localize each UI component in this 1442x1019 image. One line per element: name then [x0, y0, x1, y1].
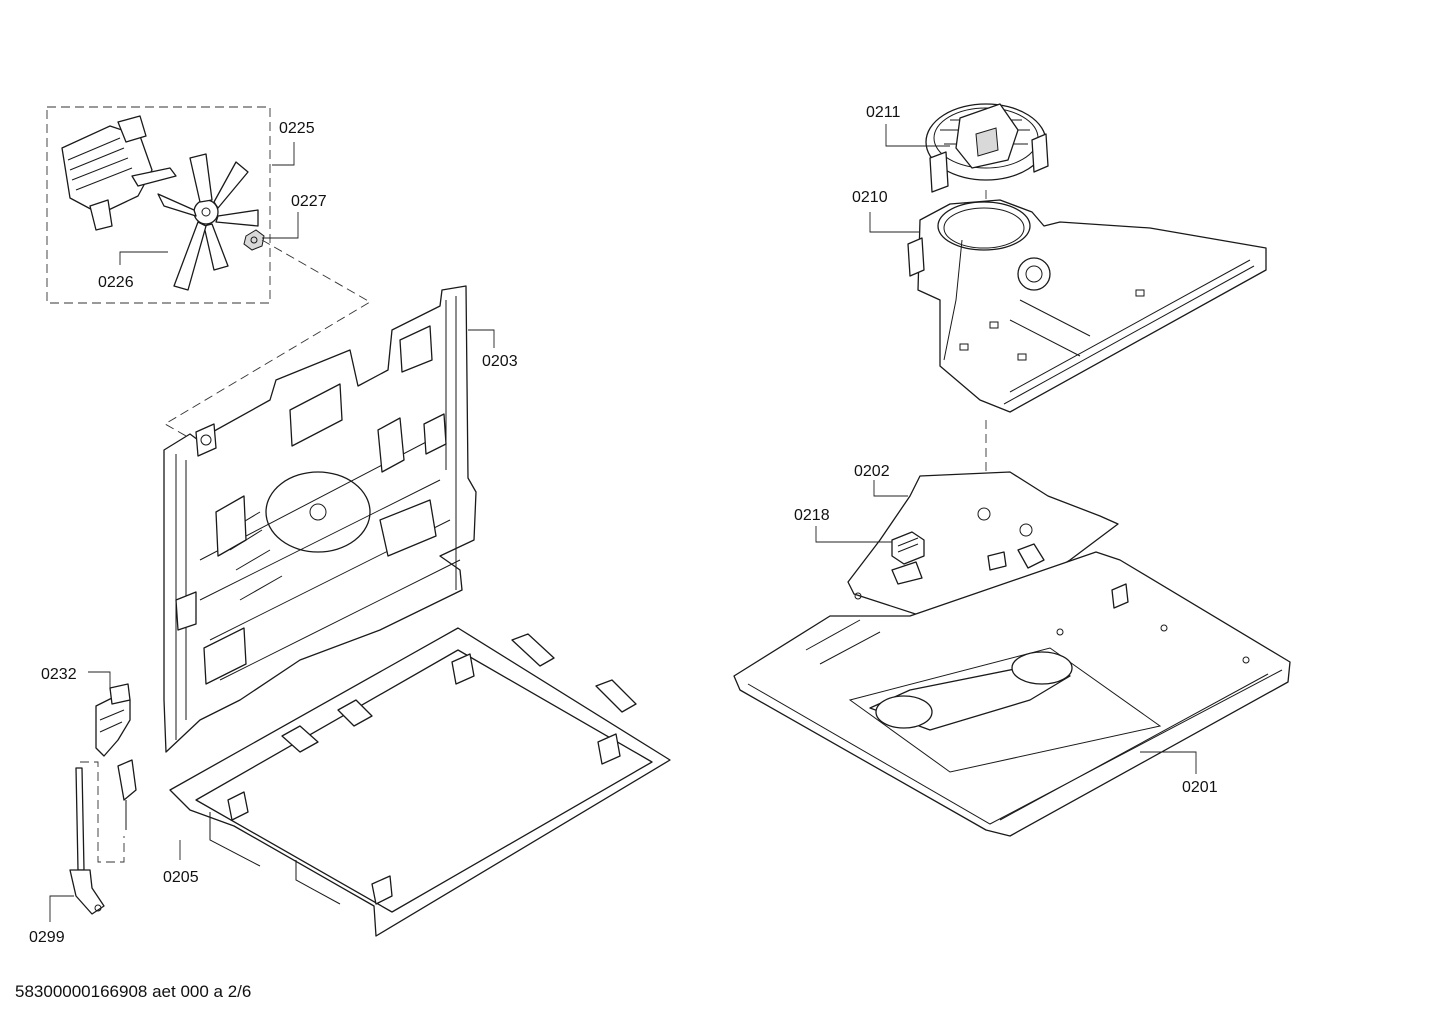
leader-0299	[49, 895, 74, 922]
leader-0232	[88, 671, 111, 688]
leader-0202	[873, 480, 908, 497]
base-tray-part[interactable]	[733, 551, 1291, 837]
label-0225[interactable]: 0225	[279, 120, 315, 137]
label-0226[interactable]: 0226	[98, 274, 134, 291]
switch-part[interactable]	[891, 531, 925, 565]
air-duct-part[interactable]	[907, 199, 1267, 413]
alignment-line-lock	[80, 761, 125, 863]
leader-0225	[272, 142, 295, 166]
leader-0226	[119, 251, 168, 265]
leader-0203	[468, 329, 495, 348]
label-0227[interactable]: 0227	[291, 193, 327, 210]
label-0299[interactable]: 0299	[29, 929, 65, 946]
back-panel-part[interactable]	[163, 285, 477, 753]
label-0218[interactable]: 0218	[794, 507, 830, 524]
label-0203[interactable]: 0203	[482, 353, 518, 370]
fan-nut-part[interactable]	[243, 229, 265, 251]
label-0211[interactable]: 0211	[866, 104, 901, 121]
leader-0211	[885, 124, 950, 147]
label-0210[interactable]: 0210	[852, 189, 888, 206]
fan-motor-group	[46, 106, 299, 304]
fan-blade-part[interactable]	[157, 153, 259, 291]
leader-0210	[869, 212, 920, 233]
fan-motor-part[interactable]	[61, 115, 177, 231]
leader-0201	[1140, 751, 1197, 774]
cover-plate-part[interactable]	[847, 471, 1119, 629]
power-cable-part[interactable]	[69, 767, 105, 915]
leader-0218	[815, 526, 892, 543]
bottom-frame-part[interactable]	[169, 627, 671, 937]
leader-0227	[262, 212, 299, 239]
label-0205[interactable]: 0205	[163, 869, 199, 886]
door-lock-part[interactable]	[95, 683, 137, 830]
label-0202[interactable]: 0202	[854, 463, 890, 480]
document-reference-footer: 58300000166908 aet 000 a 2/6	[15, 982, 251, 1001]
blower-fan-part[interactable]	[925, 103, 1049, 193]
label-0232[interactable]: 0232	[41, 666, 77, 683]
label-0201[interactable]: 0201	[1182, 779, 1218, 796]
fan-motor-group-frame	[46, 106, 271, 304]
